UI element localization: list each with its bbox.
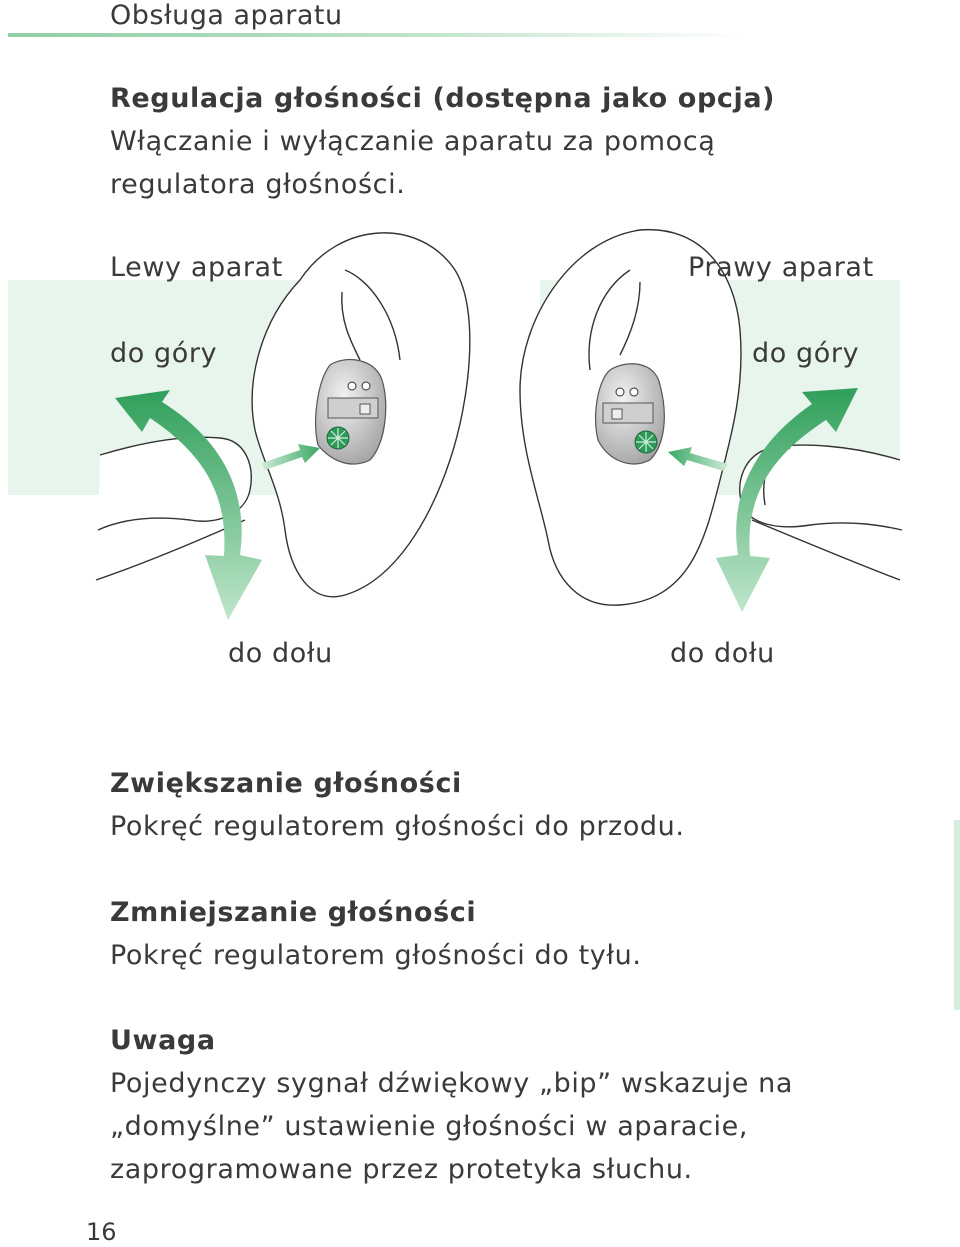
note-line-1: Pojedynczy sygnał dźwiękowy „bip” wskazu…: [110, 1068, 794, 1099]
increase-section: Zwiększanie głośności Pokręć regulatorem…: [110, 762, 685, 848]
intro-section: Regulacja głośności (dostępna jako opcja…: [110, 77, 775, 206]
right-device-label: Prawy aparat: [688, 252, 874, 283]
page-header-title: Obsługa aparatu: [110, 0, 343, 31]
note-line-3: zaprogramowane przez protetyka słuchu.: [110, 1154, 693, 1185]
ear-illustration: [8, 228, 903, 620]
intro-line-2: regulatora głośności.: [110, 169, 406, 200]
left-pointer-arrow: [262, 444, 320, 470]
right-pointer-arrow: [668, 447, 728, 471]
note-heading: Uwaga: [110, 1025, 216, 1056]
right-up-label: do góry: [752, 338, 860, 369]
header-rule: [8, 33, 748, 37]
left-down-label: do dołu: [228, 638, 333, 669]
left-up-label: do góry: [110, 338, 218, 369]
left-device-label: Lewy aparat: [110, 252, 283, 283]
decrease-heading: Zmniejszanie głośności: [110, 897, 477, 928]
note-section: Uwaga Pojedynczy sygnał dźwiękowy „bip” …: [110, 1019, 793, 1191]
decrease-text: Pokręć regulatorem głośności do tyłu.: [110, 940, 642, 971]
page-number: 16: [86, 1218, 117, 1246]
right-curved-arrow: [716, 388, 858, 612]
intro-heading: Regulacja głośności (dostępna jako opcja…: [110, 83, 776, 114]
side-band: [954, 820, 960, 1010]
right-down-label: do dołu: [670, 638, 775, 669]
intro-line-1: Włączanie i wyłączanie aparatu za pomocą: [110, 126, 716, 157]
decrease-section: Zmniejszanie głośności Pokręć regulatore…: [110, 891, 642, 977]
increase-heading: Zwiększanie głośności: [110, 768, 462, 799]
note-line-2: „domyślne” ustawienie głośności w aparac…: [110, 1111, 749, 1142]
left-hearing-device: [315, 358, 387, 465]
right-hearing-device: [595, 363, 665, 465]
left-curved-arrow: [115, 390, 262, 620]
increase-text: Pokręć regulatorem głośności do przodu.: [110, 811, 685, 842]
